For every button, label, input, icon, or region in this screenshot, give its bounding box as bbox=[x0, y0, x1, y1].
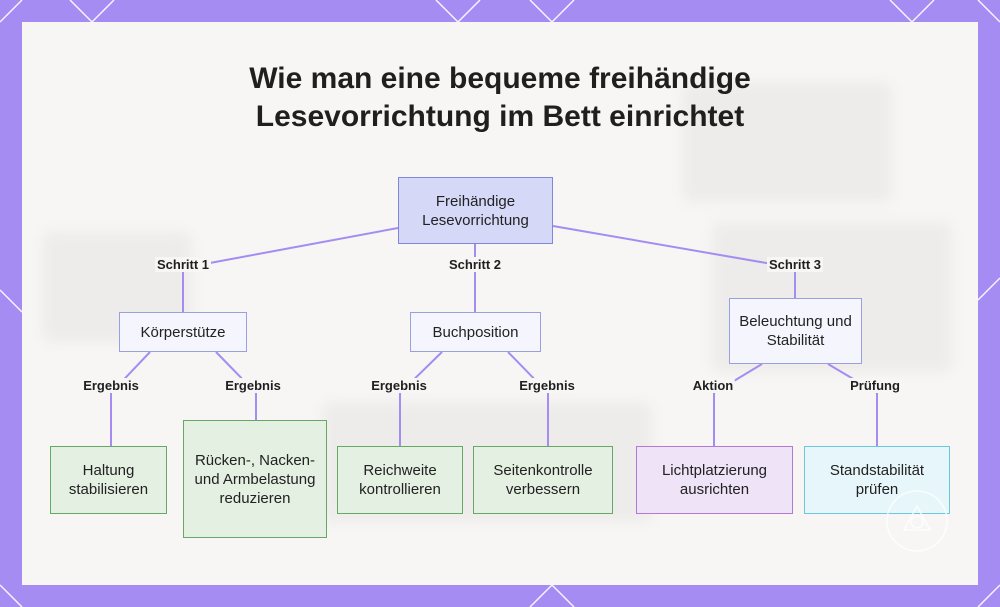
edge-label-aktion: Aktion bbox=[690, 378, 736, 393]
node-seitenkontrolle: Seitenkontrolle verbessern bbox=[473, 446, 613, 514]
node-reichweite-label: Reichweite kontrollieren bbox=[359, 462, 441, 498]
edge-buch-seiten bbox=[507, 351, 549, 446]
edge-licht-stand bbox=[827, 363, 878, 446]
node-beleuchtung: Beleuchtung und Stabilität bbox=[729, 298, 862, 364]
node-root: Freihändige Lesevorrichtung bbox=[398, 177, 553, 244]
page-title: Wie man eine bequeme freihändige Lesevor… bbox=[0, 60, 1000, 136]
edge-label-schritt-1: Schritt 1 bbox=[154, 257, 212, 272]
edge-licht-lichtplatz bbox=[713, 363, 763, 446]
node-haltung: Haltung stabilisieren bbox=[50, 446, 167, 514]
node-koerperstuetze-label: Körperstütze bbox=[140, 323, 226, 341]
node-ruecken-label: Rücken-, Nacken- und Armbelastung reduzi… bbox=[194, 451, 316, 507]
node-lichtplatzierung: Lichtplatzierung ausrichten bbox=[636, 446, 793, 514]
node-reichweite: Reichweite kontrollieren bbox=[337, 446, 463, 514]
edge-label-ergebnis: Ergebnis bbox=[517, 378, 577, 393]
edge-label-schritt-3: Schritt 3 bbox=[766, 257, 824, 272]
watermark-logo-icon bbox=[886, 490, 948, 552]
edge-root-koerper bbox=[182, 227, 399, 312]
edge-label-ergebnis: Ergebnis bbox=[81, 378, 141, 393]
edge-label-ergebnis: Ergebnis bbox=[223, 378, 283, 393]
background-shape bbox=[682, 82, 892, 202]
edge-koerper-haltung bbox=[110, 351, 151, 446]
edge-label-pruefung: Prüfung bbox=[848, 378, 902, 393]
title-line-1: Wie man eine bequeme freihändige bbox=[249, 62, 751, 95]
node-buchposition-label: Buchposition bbox=[432, 323, 519, 341]
node-beleuchtung-label: Beleuchtung und Stabilität bbox=[739, 313, 852, 349]
node-root-label: Freihändige Lesevorrichtung bbox=[422, 192, 529, 229]
node-koerperstuetze: Körperstütze bbox=[119, 312, 247, 352]
edge-root-licht bbox=[552, 225, 796, 298]
node-lichtplatzierung-label: Lichtplatzierung ausrichten bbox=[661, 462, 768, 498]
node-seitenkontrolle-label: Seitenkontrolle verbessern bbox=[493, 462, 593, 498]
node-standstabilitaet: Standstabilität prüfen bbox=[804, 446, 950, 514]
node-standstabilitaet-label: Standstabilität prüfen bbox=[829, 462, 925, 498]
node-ruecken: Rücken-, Nacken- und Armbelastung reduzi… bbox=[183, 420, 327, 538]
title-line-2: Lesevorrichtung im Bett einrichtet bbox=[255, 100, 745, 133]
edge-label-schritt-2: Schritt 2 bbox=[446, 257, 504, 272]
edge-buch-reichweite bbox=[399, 351, 443, 446]
node-haltung-label: Haltung stabilisieren bbox=[68, 462, 149, 498]
edge-koerper-ruecken bbox=[215, 351, 257, 420]
edge-label-ergebnis: Ergebnis bbox=[369, 378, 429, 393]
node-buchposition: Buchposition bbox=[410, 312, 541, 352]
